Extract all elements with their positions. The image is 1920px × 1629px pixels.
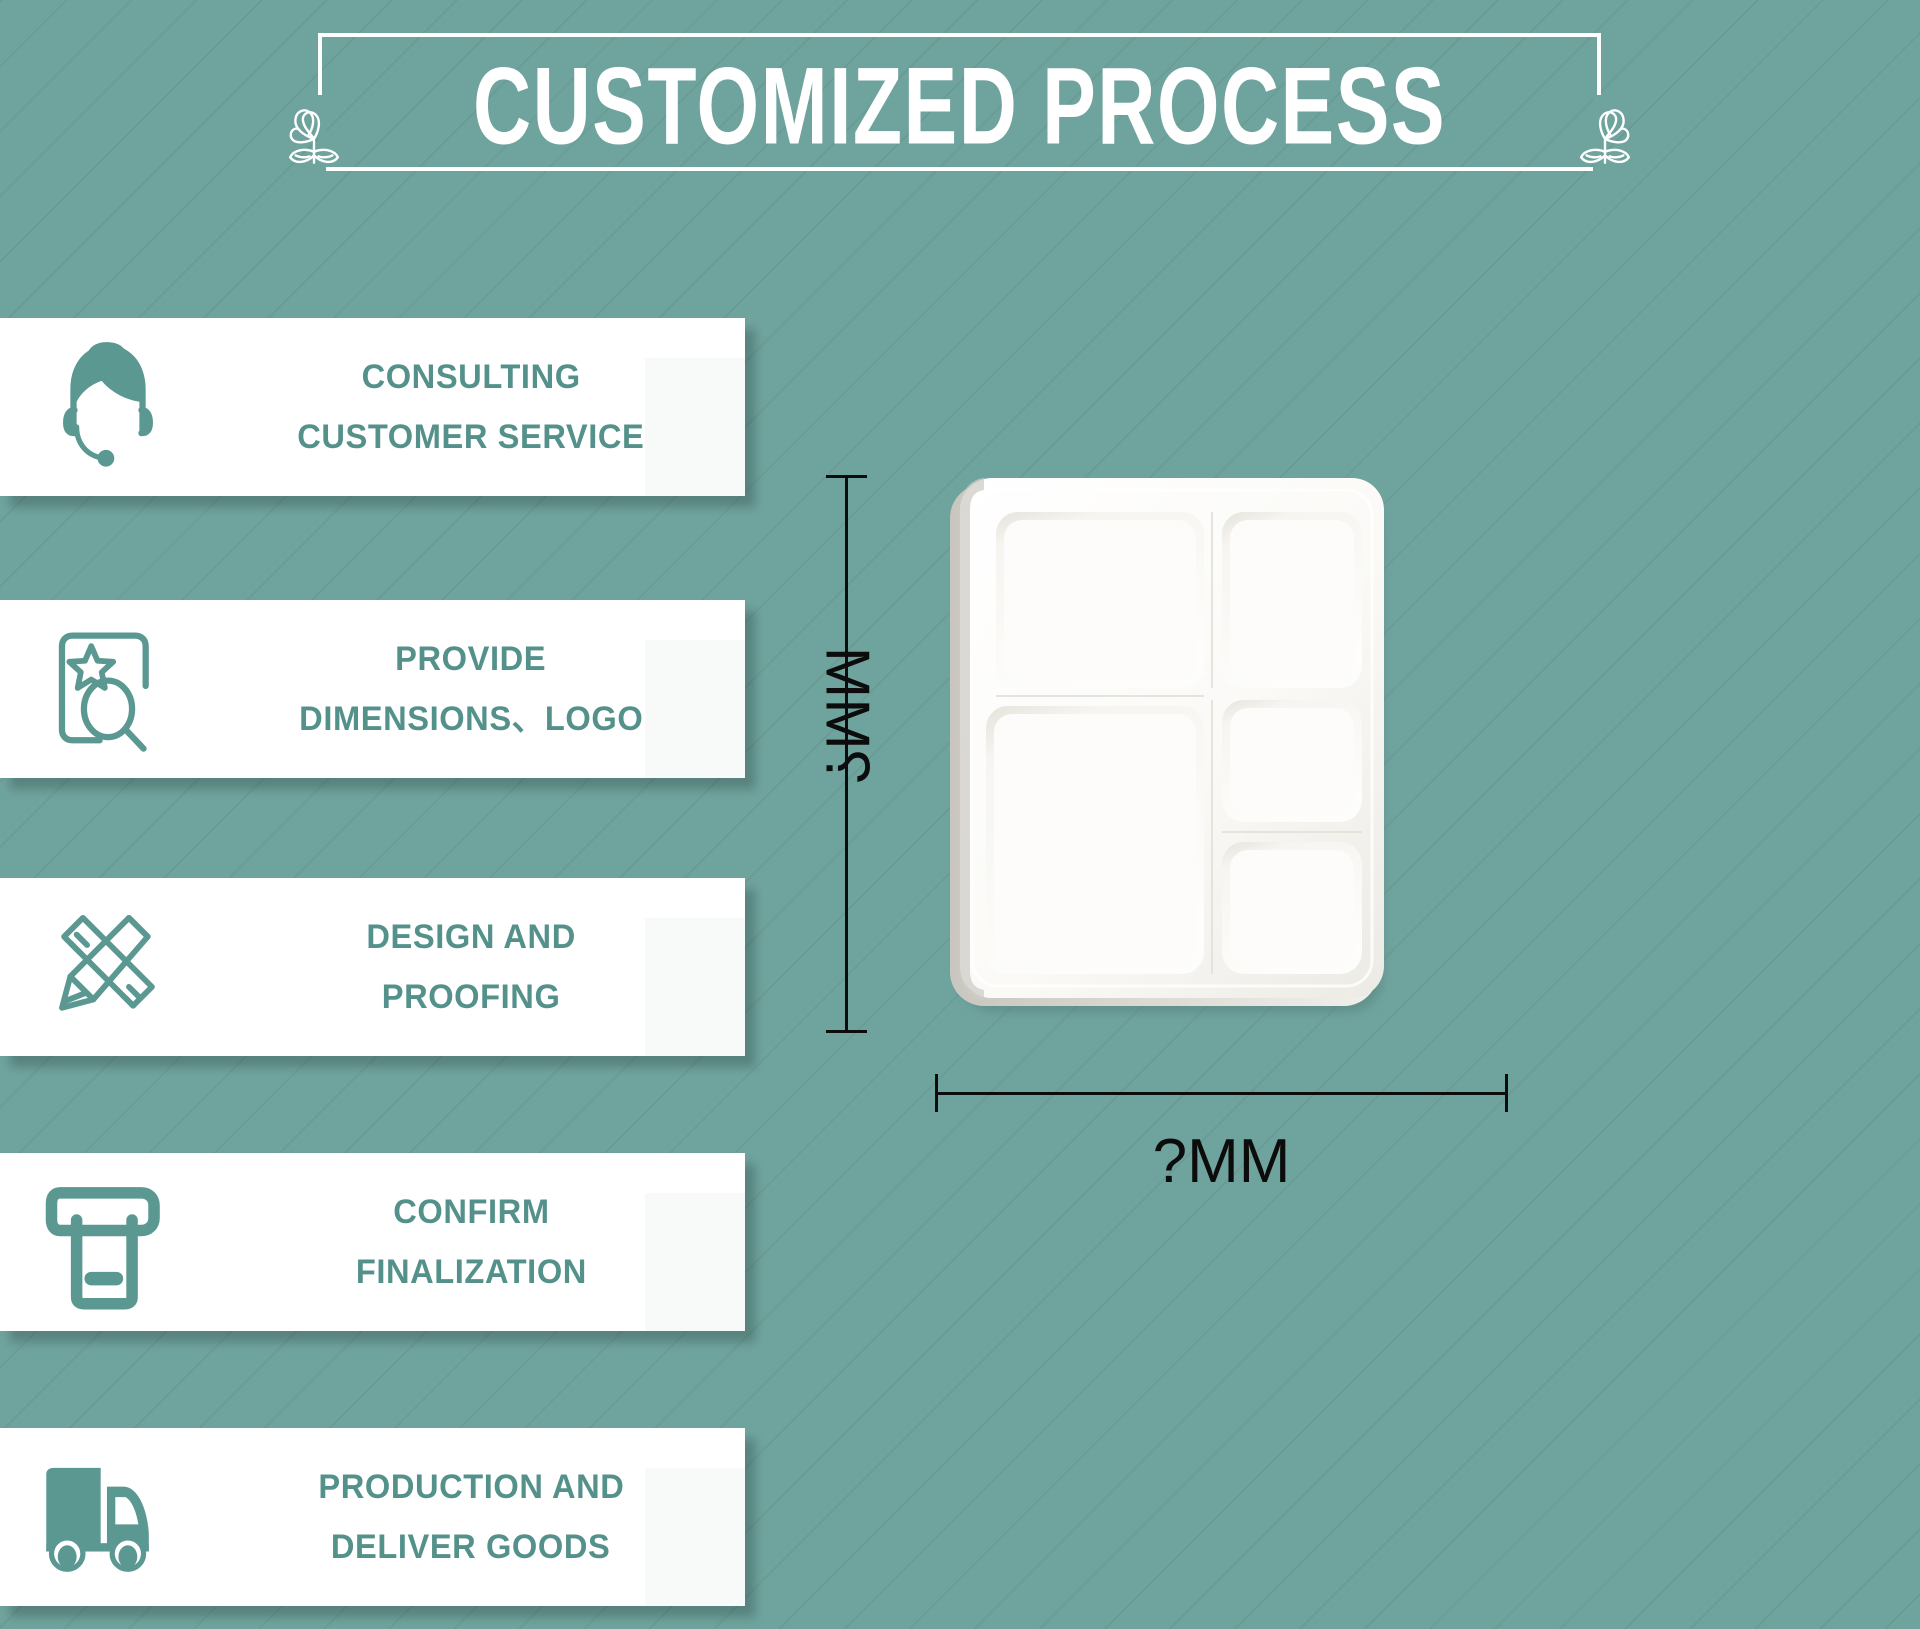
floral-flourish-icon <box>268 91 360 183</box>
process-step-card[interactable]: PRODUCTION AND DELIVER GOODS <box>0 1428 745 1606</box>
process-step-line2: DIMENSIONS、LOGO <box>298 700 644 738</box>
width-dimension-line <box>935 1092 1508 1095</box>
product-dimension-diagram: ?MM ?MM <box>813 440 1880 1620</box>
pencil-ruler-design-icon <box>0 878 215 1056</box>
document-star-magnifier-icon <box>0 600 215 778</box>
process-step-line1: PRODUCTION AND <box>317 1468 625 1506</box>
delivery-truck-icon <box>0 1428 215 1606</box>
five-compartment-bagasse-tray-image <box>938 470 1398 1030</box>
process-step-text: CONFIRM FINALIZATION <box>215 1195 745 1289</box>
process-step-text: CONSULTING CUSTOMER SERVICE <box>215 360 745 454</box>
process-step-card[interactable]: CONSULTING CUSTOMER SERVICE <box>0 318 745 496</box>
process-step-text: PRODUCTION AND DELIVER GOODS <box>215 1470 745 1564</box>
process-step-line2: DELIVER GOODS <box>331 1528 611 1566</box>
customer-service-headset-icon <box>0 318 215 496</box>
title-frame-right-gap <box>1593 95 1601 183</box>
printer-receipt-icon <box>0 1153 215 1331</box>
process-step-text: DESIGN AND PROOFING <box>215 920 745 1014</box>
height-dimension-label: ?MM <box>812 646 882 785</box>
process-step-text: PROVIDE DIMENSIONS、LOGO <box>215 642 745 736</box>
width-dimension-cap-left <box>935 1074 938 1112</box>
process-step-line2: FINALIZATION <box>355 1253 587 1291</box>
page-title: CUSTOMIZED PROCESS <box>472 44 1447 168</box>
width-dimension-cap-right <box>1505 1074 1508 1112</box>
height-dimension-cap-top <box>826 475 867 478</box>
page-title-banner: CUSTOMIZED PROCESS <box>288 33 1631 183</box>
process-step-line1: DESIGN AND <box>366 918 576 956</box>
process-step-line2: PROOFING <box>381 978 561 1016</box>
process-step-line1: PROVIDE <box>395 640 547 678</box>
height-dimension-cap-bottom <box>826 1030 867 1033</box>
width-dimension-label: ?MM <box>1152 1127 1291 1196</box>
process-step-line1: CONSULTING <box>361 358 581 396</box>
title-frame-border <box>318 33 1601 183</box>
process-step-card[interactable]: PROVIDE DIMENSIONS、LOGO <box>0 600 745 778</box>
process-step-line1: CONFIRM <box>392 1193 550 1231</box>
floral-flourish-icon <box>1559 91 1651 183</box>
height-dimension-line <box>845 476 848 1032</box>
process-step-card[interactable]: DESIGN AND PROOFING <box>0 878 745 1056</box>
process-step-card[interactable]: CONFIRM FINALIZATION <box>0 1153 745 1331</box>
process-step-line2: CUSTOMER SERVICE <box>297 418 645 456</box>
